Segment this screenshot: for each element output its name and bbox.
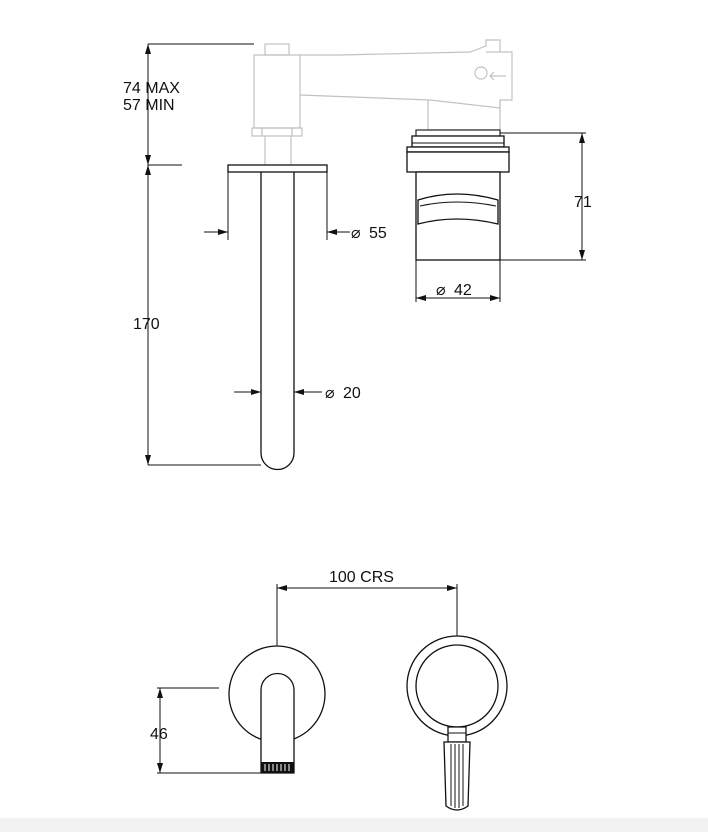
floor-strip — [0, 818, 708, 832]
dimension-centres: 100 CRS — [276, 569, 458, 646]
spout-wall-plate — [227, 164, 328, 173]
mixer-plate-front — [406, 635, 508, 737]
dimension-spout-height: 46 — [150, 687, 261, 774]
diameter-symbol: ⌀ — [325, 385, 335, 402]
dimension-spout-length: 170 — [133, 164, 261, 466]
spout-front — [260, 672, 295, 774]
dimension-plate-diameter: ⌀ 55 — [204, 172, 387, 242]
diameter-symbol: ⌀ — [351, 225, 361, 242]
dim-170-label: 170 — [133, 316, 160, 333]
dim-57-min-label: 57 MIN — [123, 97, 175, 114]
mixer-handle-front — [415, 644, 499, 728]
lever-handle — [443, 741, 471, 811]
lever-neck — [447, 726, 467, 743]
front-view — [228, 635, 508, 811]
dim-42-label: 42 — [454, 282, 472, 299]
dim-100-crs-label: 100 CRS — [329, 569, 394, 586]
dim-46-label: 46 — [150, 726, 168, 743]
diameter-symbol: ⌀ — [436, 282, 446, 299]
dimension-spout-diameter: ⌀ 20 — [234, 385, 361, 402]
dim-55-label: 55 — [369, 225, 387, 242]
dimension-mixer-height: 71 — [500, 132, 592, 261]
dim-20-label: 20 — [343, 385, 361, 402]
dimension-valve-depth: 74 MAX 57 MIN — [123, 43, 254, 165]
mixer-handle-body — [415, 171, 501, 261]
mixer-side-view — [406, 129, 510, 261]
dim-74-max-label: 74 MAX — [123, 80, 180, 97]
spout-side-view — [227, 164, 328, 471]
dimension-mixer-diameter: ⌀ 42 — [415, 260, 501, 302]
spout-tip — [260, 452, 295, 471]
dim-71-label: 71 — [574, 194, 592, 211]
mixer-lever-cutout — [417, 193, 499, 225]
